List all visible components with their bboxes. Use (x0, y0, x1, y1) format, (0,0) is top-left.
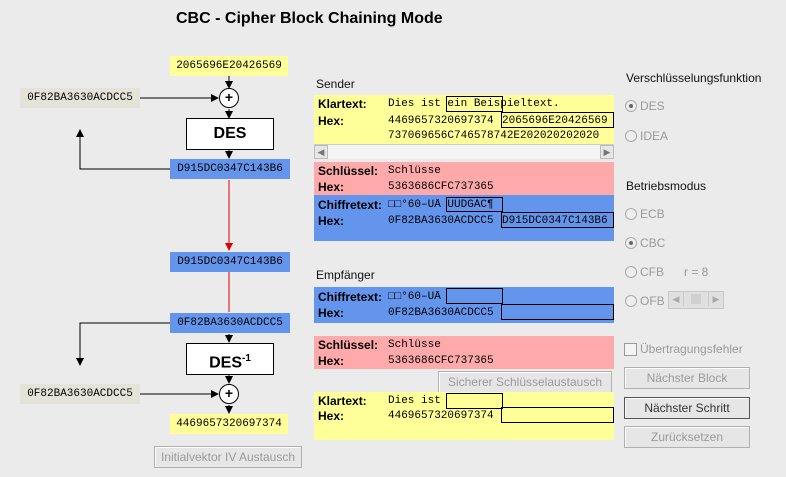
transmission-error-label: Übertragungsfehler (640, 342, 743, 356)
des-encrypt-box: DES (186, 118, 274, 150)
radio-cfb-label: CFB (640, 265, 664, 279)
des-decrypt-box: DES-1 (186, 343, 274, 375)
plaintext-value: Dies ist ein Beispieltext. (388, 98, 560, 110)
key-hex-label: Hex: (318, 354, 345, 368)
enc-function-heading: Verschlüsselungsfunktion (626, 71, 762, 85)
receiver-plaintext-panel: Klartext: Dies ist Hex: 4469657320697374 (314, 392, 614, 440)
plaintext-hex-1b: 2065696E20426569 (502, 115, 608, 127)
reset-button[interactable]: Zurücksetzen (624, 426, 750, 448)
plaintext-label: Klartext: (318, 394, 367, 408)
key-value: Schlüsse (388, 165, 441, 177)
radio-cbc-label: CBC (640, 236, 666, 250)
plaintext-label: Klartext: (318, 97, 367, 111)
radio-ecb[interactable] (625, 208, 637, 220)
plaintext-block-marker (446, 393, 503, 409)
xor-icon: + (219, 88, 239, 108)
cipher-hex-marker (501, 212, 614, 228)
current-block-marker (446, 96, 503, 112)
receiver-key-panel: Schlüssel: Schlüsse Hex: 5363686CFC73736… (314, 336, 614, 369)
cipher-hex: 0F82BA3630ACDCC5 (388, 215, 494, 227)
sender-key-panel: Schlüssel: Schlüsse Hex: 5363686CFC73736… (314, 162, 614, 195)
plaintext-scrollbar[interactable]: ◀ ▶ (314, 144, 614, 159)
key-label: Schlüssel: (318, 338, 379, 352)
scroll-left-icon[interactable]: ◀ (314, 145, 328, 159)
enc-input-block: 2065696E20426569 (170, 56, 288, 76)
cipher-label: Chiffretext: (318, 198, 383, 212)
enc-iv-block: 0F82BA3630ACDCC5 (20, 88, 140, 108)
des-decrypt-label: DES (209, 354, 242, 372)
key-exchange-button[interactable]: Sicherer Schlüsselaustausch (438, 371, 612, 393)
plaintext-hex-1: 4469657320697374 (388, 115, 494, 127)
radio-cbc[interactable] (625, 237, 637, 249)
iv-exchange-button[interactable]: Initialvektor IV Austausch (154, 446, 302, 468)
next-block-button[interactable]: Nächster Block (624, 367, 750, 389)
radio-ofb-label: OFB (640, 294, 665, 308)
receiver-heading: Empfänger (316, 268, 375, 282)
cipher-hex-b: D915DC0347C143B6 (502, 215, 608, 227)
radio-idea-label: IDEA (640, 129, 669, 143)
radio-des[interactable] (625, 100, 637, 112)
cipher-value: □□°60–ÜÅ (388, 291, 441, 303)
page-title: CBC - Cipher Block Chaining Mode (176, 10, 443, 27)
cipher-label: Chiffretext: (318, 290, 383, 304)
sender-plaintext-panel: Klartext: Dies ist ein Beispieltext. Hex… (314, 95, 614, 145)
current-hex-marker (501, 112, 614, 128)
sender-heading: Sender (316, 77, 355, 91)
sender-cipher-panel: Chiffretext: □□°60–ÜÅ ÙÜDGÁC¶ Hex: 0F82B… (314, 195, 614, 241)
plaintext-hex: 4469657320697374 (388, 410, 494, 422)
r-value-label: r = 8 (684, 265, 709, 279)
cbc-diagram-lines (76, 76, 233, 414)
scroll-right-icon[interactable]: ▶ (600, 145, 614, 159)
radio-des-label: DES (640, 99, 665, 113)
enc-output-block: D915DC0347C143B6 (170, 159, 290, 179)
hex-label: Hex: (318, 409, 345, 423)
radio-cfb[interactable] (625, 266, 637, 278)
radio-ofb[interactable] (625, 295, 637, 307)
dec-input-block: D915DC0347C143B6 (170, 252, 290, 272)
cipher-block-marker (446, 197, 503, 212)
key-hex: 5363686CFC737365 (388, 355, 494, 367)
next-step-button[interactable]: Nächster Schritt (624, 397, 750, 419)
slider-thumb[interactable] (691, 294, 701, 304)
des-decrypt-sup: -1 (242, 353, 251, 364)
cipher-value: □□°60–ÜÅ ÙÜDGÁC¶ (388, 199, 494, 211)
slider-left-icon[interactable]: ◀ (669, 292, 684, 306)
cipher-hex-label: Hex: (318, 214, 345, 228)
transmission-error-checkbox[interactable] (624, 343, 637, 356)
plaintext-value: Dies ist (388, 395, 441, 407)
dec-prev-block: 0F82BA3630ACDCC5 (170, 313, 290, 333)
cipher-hex: 0F82BA3630ACDCC5 (388, 307, 494, 319)
plaintext-hex-marker (501, 407, 614, 423)
xor-icon: + (219, 384, 239, 404)
cipher-block-marker (446, 288, 503, 304)
dec-iv-block: 0F82BA3630ACDCC5 (20, 384, 140, 404)
key-value: Schlüsse (388, 339, 441, 351)
cipher-hex-marker (501, 304, 614, 320)
key-hex: 5363686CFC737365 (388, 181, 494, 193)
hex-label: Hex: (318, 114, 345, 128)
slider-right-icon[interactable]: ▶ (708, 292, 723, 306)
radio-ecb-label: ECB (640, 207, 665, 221)
radio-idea[interactable] (625, 130, 637, 142)
key-label: Schlüssel: (318, 164, 379, 178)
mode-heading: Betriebsmodus (626, 179, 707, 193)
dec-output-block: 4469657320697374 (170, 414, 288, 434)
r-slider[interactable]: ◀ ▶ (668, 291, 724, 309)
plaintext-hex-2: 737069656C746578742E202020202020 (388, 130, 600, 142)
receiver-cipher-panel: Chiffretext: □□°60–ÜÅ Hex: 0F82BA3630ACD… (314, 287, 614, 323)
key-hex-label: Hex: (318, 180, 345, 194)
cipher-hex-label: Hex: (318, 306, 345, 320)
